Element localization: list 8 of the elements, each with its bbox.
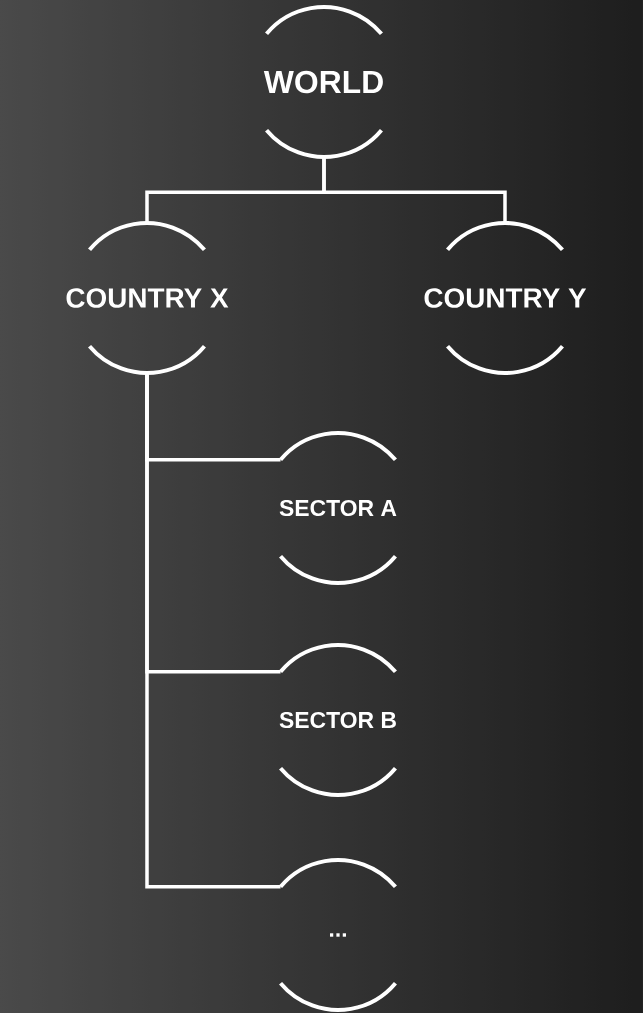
connector-line [145, 373, 281, 889]
connector-line [322, 157, 507, 223]
node-label: COUNTRY X [66, 288, 229, 308]
node-label: WORLD [263, 70, 383, 94]
node-label: COUNTRY Y [424, 288, 587, 308]
node-label: SECTOR A [279, 499, 397, 517]
node-label: ... [330, 933, 346, 937]
node-label: SECTOR B [279, 711, 396, 729]
